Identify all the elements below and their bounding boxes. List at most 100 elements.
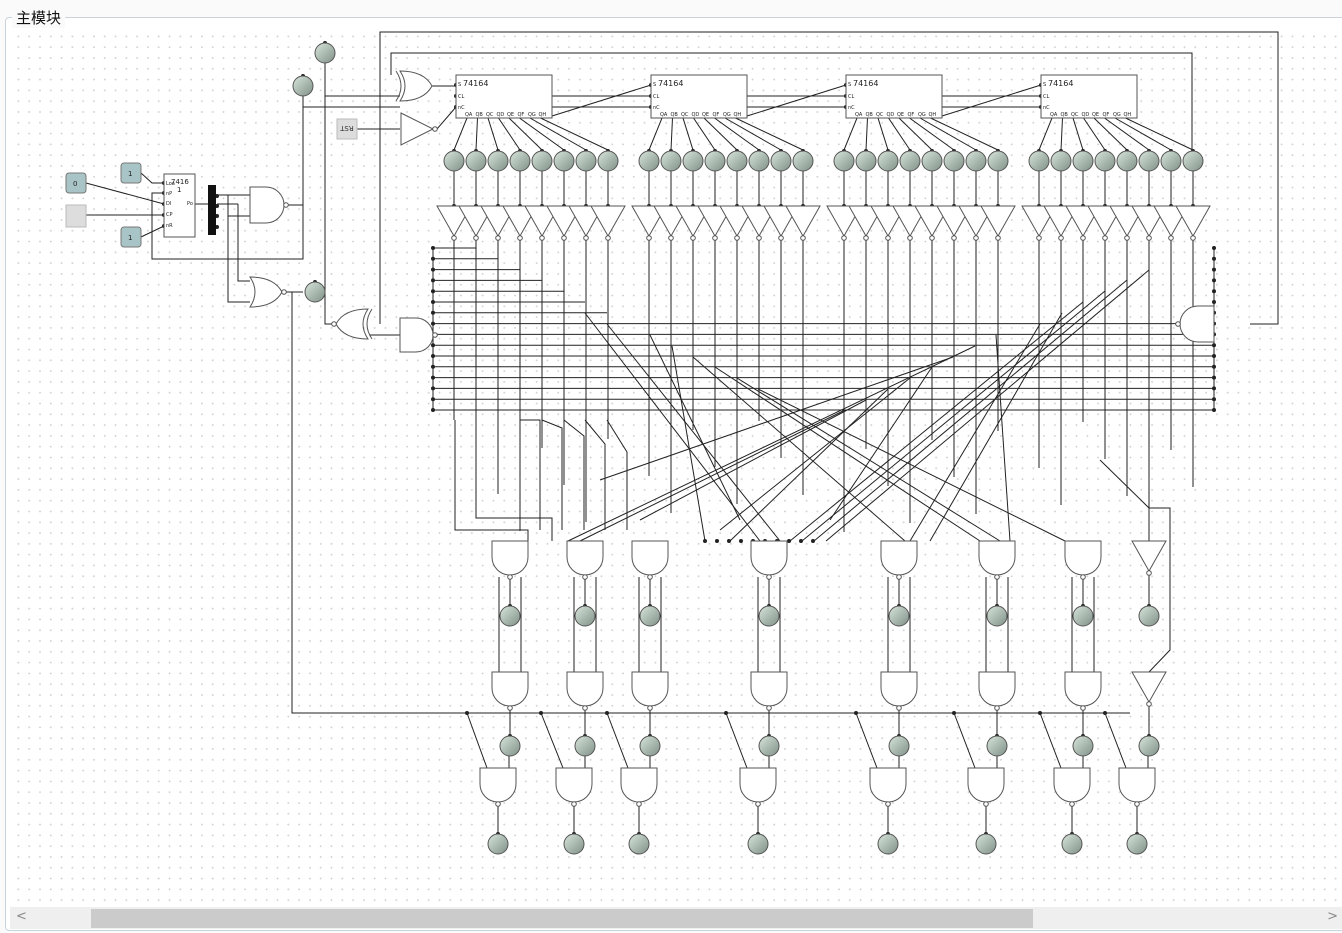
led-indicator — [574, 605, 596, 627]
wire — [1039, 712, 1062, 769]
pin-label: Po — [187, 201, 193, 207]
wire — [151, 192, 304, 260]
led-indicator — [987, 150, 1009, 172]
inversion-bubble — [766, 574, 772, 580]
inversion-bubble — [517, 235, 523, 241]
chip-label: 74164 — [658, 79, 683, 88]
inversion-bubble — [994, 574, 1000, 580]
inversion-bubble — [778, 235, 784, 241]
inversion-bubble — [1134, 801, 1140, 807]
pin-label: QA — [855, 112, 863, 118]
wire — [639, 399, 867, 521]
and-gate-row2 — [491, 671, 529, 707]
pin-label: CP — [166, 212, 173, 218]
led-indicator — [499, 605, 521, 627]
scrollbar-thumb[interactable] — [91, 909, 1033, 928]
pin-label: QD — [887, 112, 895, 118]
junction-dot — [727, 539, 731, 543]
led-indicator — [855, 150, 877, 172]
inversion-bubble — [507, 705, 513, 711]
inversion-bubble — [571, 801, 577, 807]
inversion-bubble — [1069, 801, 1075, 807]
output-buffer — [719, 205, 755, 238]
led-indicator — [575, 150, 597, 172]
led-indicator — [553, 150, 575, 172]
led-indicator — [1126, 833, 1148, 855]
pin-label: S — [848, 82, 851, 88]
inversion-bubble — [885, 235, 891, 241]
led-indicator — [628, 833, 650, 855]
or-gate-2 — [335, 308, 369, 340]
pin-label: Loa — [166, 181, 175, 187]
led-indicator — [975, 833, 997, 855]
led-indicator — [1182, 150, 1204, 172]
wire — [995, 334, 1011, 542]
horizontal-scrollbar[interactable]: < > — [10, 907, 1342, 929]
output-buffer — [848, 205, 884, 238]
inversion-bubble — [690, 235, 696, 241]
scroll-right-icon[interactable]: > — [1327, 909, 1338, 924]
pin-label: QD — [497, 112, 505, 118]
wire — [865, 117, 868, 151]
inversion-bubble — [983, 801, 989, 807]
pin-label: QC — [1071, 112, 1079, 118]
inversion-bubble — [473, 235, 479, 241]
inversion-bubble — [896, 574, 902, 580]
led-indicator — [304, 281, 326, 303]
chip-label: 74164 — [463, 79, 488, 88]
wire — [390, 52, 1193, 151]
and-gate-row3 — [869, 767, 907, 803]
led-indicator — [638, 150, 660, 172]
output-buffer — [936, 205, 972, 238]
wire — [1083, 117, 1106, 151]
led-indicator — [943, 150, 965, 172]
wire — [436, 106, 457, 130]
inversion-bubble — [668, 235, 674, 241]
output-buffer — [590, 205, 626, 238]
and-gate-row2 — [631, 671, 669, 707]
wire — [941, 84, 1042, 117]
wire — [714, 366, 981, 542]
shift-register-74164 — [455, 74, 553, 119]
pin-label: S — [458, 82, 461, 88]
junction-dot — [703, 539, 707, 543]
led-indicator — [639, 605, 661, 627]
wire — [1072, 117, 1084, 151]
led-indicator — [1028, 150, 1050, 172]
scroll-left-icon[interactable]: < — [16, 909, 27, 924]
pin-label: QE — [897, 112, 904, 118]
wire — [746, 84, 847, 117]
pin-label: QF — [1103, 112, 1110, 118]
inversion-bubble — [1146, 701, 1152, 707]
output-buffer — [436, 205, 472, 238]
inversion-bubble — [495, 801, 501, 807]
pin-label: nC — [848, 105, 855, 111]
wire — [140, 172, 164, 184]
inversion-bubble — [582, 574, 588, 580]
output-buffer — [458, 205, 494, 238]
inversion-bubble — [646, 235, 652, 241]
pin-label: QC — [486, 112, 494, 118]
pin-label: QF — [908, 112, 915, 118]
wire — [1114, 117, 1172, 151]
chip-label: 74164 — [1048, 79, 1073, 88]
wire — [475, 117, 478, 151]
input-switch-1b — [120, 226, 142, 248]
wire — [648, 117, 663, 151]
wire — [1038, 117, 1053, 151]
pin-label: QA — [1050, 112, 1058, 118]
output-buffer — [524, 205, 560, 238]
output-buffer — [741, 205, 777, 238]
led-indicator — [499, 735, 521, 757]
junction-dot — [739, 539, 743, 543]
led-indicator — [1072, 150, 1094, 172]
inversion-bubble — [1190, 235, 1196, 241]
led-indicator — [660, 150, 682, 172]
wire — [453, 117, 468, 151]
wire — [540, 712, 564, 769]
output-buffer — [826, 205, 862, 238]
and-gate-row2 — [978, 671, 1016, 707]
wire — [498, 117, 521, 151]
